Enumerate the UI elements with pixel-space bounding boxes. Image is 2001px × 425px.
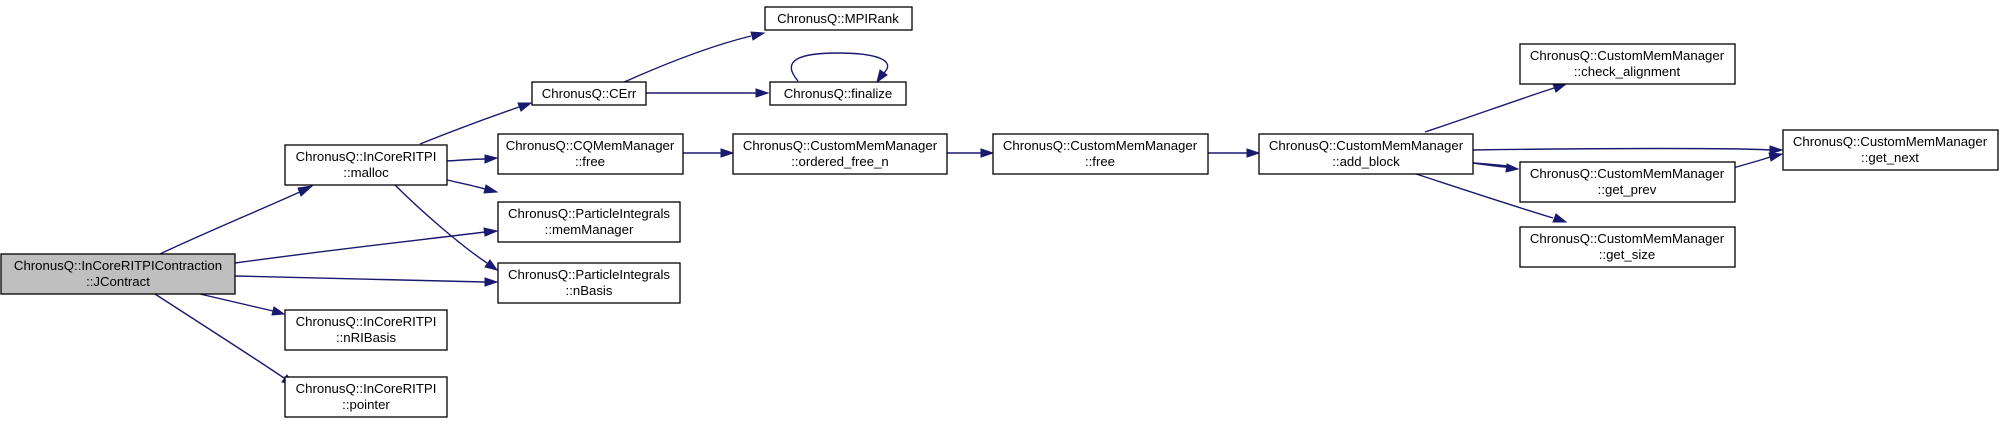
node-label: ChronusQ::CustomMemManager [1793, 134, 1988, 149]
node-add-block[interactable]: ChronusQ::CustomMemManager ::add_block [1258, 133, 1474, 175]
node-mpirank[interactable]: ChronusQ::MPIRank [764, 6, 913, 31]
edge-cerr-mpirank [621, 35, 752, 84]
node-get-next[interactable]: ChronusQ::CustomMemManager ::get_next [1782, 129, 1999, 171]
edge-arrowhead [1769, 145, 1784, 155]
node-label: ::free [575, 154, 605, 169]
edge-addblock-getsize [1409, 171, 1554, 219]
node-label: ::get_prev [1598, 182, 1657, 197]
edge-jcontract-nbasis [234, 275, 486, 283]
node-label: ::check_alignment [1574, 64, 1681, 79]
node-label: ::nBasis [566, 283, 613, 298]
edge-arrowhead [484, 259, 499, 271]
node-label: ChronusQ::CErr [542, 86, 637, 101]
edge-addblock-getprev-tail [1472, 162, 1507, 168]
node-cqmemmanager-free[interactable]: ChronusQ::CQMemManager ::free [497, 133, 684, 175]
node-label: ChronusQ::InCoreRITPIContraction [14, 258, 222, 273]
node-label: ChronusQ::InCoreRITPI [296, 314, 437, 329]
node-check-alignment[interactable]: ChronusQ::CustomMemManager ::check_align… [1519, 43, 1736, 85]
edge-arrowhead [297, 185, 314, 197]
node-label: ChronusQ::ParticleIntegrals [508, 267, 670, 282]
edge-arrowhead [720, 148, 735, 158]
edge-malloc-cerr [419, 106, 520, 145]
edge-arrowhead [484, 277, 499, 287]
call-edges [154, 31, 1784, 386]
edge-arrowhead [1768, 152, 1784, 162]
edge-arrowhead [1505, 163, 1520, 173]
node-label: ChronusQ::CustomMemManager [1003, 138, 1198, 153]
node-label: ::malloc [343, 165, 389, 180]
node-label: ChronusQ::CustomMemManager [743, 138, 938, 153]
edge-arrowhead [876, 69, 888, 84]
edge-arrowhead [750, 31, 766, 41]
node-label: ::get_size [1599, 247, 1655, 262]
edge-jcontract-memmanager [234, 231, 486, 264]
edge-jcontract-malloc [159, 190, 303, 255]
edge-arrowhead [483, 184, 499, 194]
node-label: ChronusQ::CustomMemManager [1530, 166, 1725, 181]
edge-malloc-nbasis [394, 184, 488, 264]
edge-arrowhead [483, 227, 499, 237]
node-label: ChronusQ::InCoreRITPI [296, 381, 437, 396]
node-label: ChronusQ::CustomMemManager [1530, 48, 1725, 63]
edge-arrowhead [1552, 83, 1568, 93]
edge-finalize-self [790, 52, 889, 82]
edge-arrowhead [517, 102, 533, 112]
node-nbasis[interactable]: ChronusQ::ParticleIntegrals ::nBasis [497, 262, 681, 304]
node-finalize[interactable]: ChronusQ::finalize [769, 81, 907, 106]
node-get-prev[interactable]: ChronusQ::CustomMemManager ::get_prev [1519, 161, 1736, 203]
edge-malloc-memmanager [446, 179, 486, 190]
node-label: ::ordered_free_n [791, 154, 889, 169]
call-nodes: ChronusQ::InCoreRITPIContraction ::JCont… [0, 6, 1999, 418]
edge-jcontract-pointer [154, 293, 285, 379]
node-get-size[interactable]: ChronusQ::CustomMemManager ::get_size [1519, 226, 1736, 268]
node-label: ChronusQ::CustomMemManager [1530, 231, 1725, 246]
edge-malloc-cqfree [446, 158, 486, 162]
node-malloc[interactable]: ChronusQ::InCoreRITPI ::malloc [284, 144, 448, 186]
node-cerr[interactable]: ChronusQ::CErr [531, 81, 647, 106]
edge-getprev-getnext [1732, 156, 1771, 169]
node-nribasis[interactable]: ChronusQ::InCoreRITPI ::nRIBasis [284, 309, 448, 351]
node-label: ChronusQ::ParticleIntegrals [508, 206, 670, 221]
edge-arrowhead [271, 306, 286, 316]
node-label: ::pointer [342, 397, 390, 412]
node-label: ::JContract [86, 274, 150, 289]
edge-addblock-checkalign [1424, 87, 1555, 133]
edge-arrowhead [755, 88, 770, 98]
node-label: ChronusQ::CQMemManager [506, 138, 675, 153]
node-label: ChronusQ::InCoreRITPI [296, 149, 437, 164]
edge-addblock-getnext [1472, 147, 1771, 151]
node-memmanager[interactable]: ChronusQ::ParticleIntegrals ::memManager [497, 201, 681, 243]
node-label: ChronusQ::CustomMemManager [1269, 138, 1464, 153]
node-pointer[interactable]: ChronusQ::InCoreRITPI ::pointer [284, 376, 448, 418]
node-label: ::free [1085, 154, 1115, 169]
edge-arrowhead [1246, 148, 1261, 158]
node-jcontract[interactable]: ChronusQ::InCoreRITPIContraction ::JCont… [0, 253, 236, 295]
node-custommemmanager-free[interactable]: ChronusQ::CustomMemManager ::free [992, 133, 1209, 175]
edge-jcontract-nribasis [199, 293, 274, 312]
edge-arrowhead [980, 148, 995, 158]
edge-arrowhead [484, 154, 499, 164]
node-label: ChronusQ::MPIRank [777, 11, 899, 26]
node-label: ::get_next [1861, 150, 1919, 165]
node-label: ::nRIBasis [336, 330, 397, 345]
node-label: ::memManager [545, 222, 634, 237]
node-label: ::add_block [1332, 154, 1400, 169]
node-label: ChronusQ::finalize [784, 86, 892, 101]
node-ordered-free-n[interactable]: ChronusQ::CustomMemManager ::ordered_fre… [732, 133, 948, 175]
edge-arrowhead [1552, 213, 1568, 223]
